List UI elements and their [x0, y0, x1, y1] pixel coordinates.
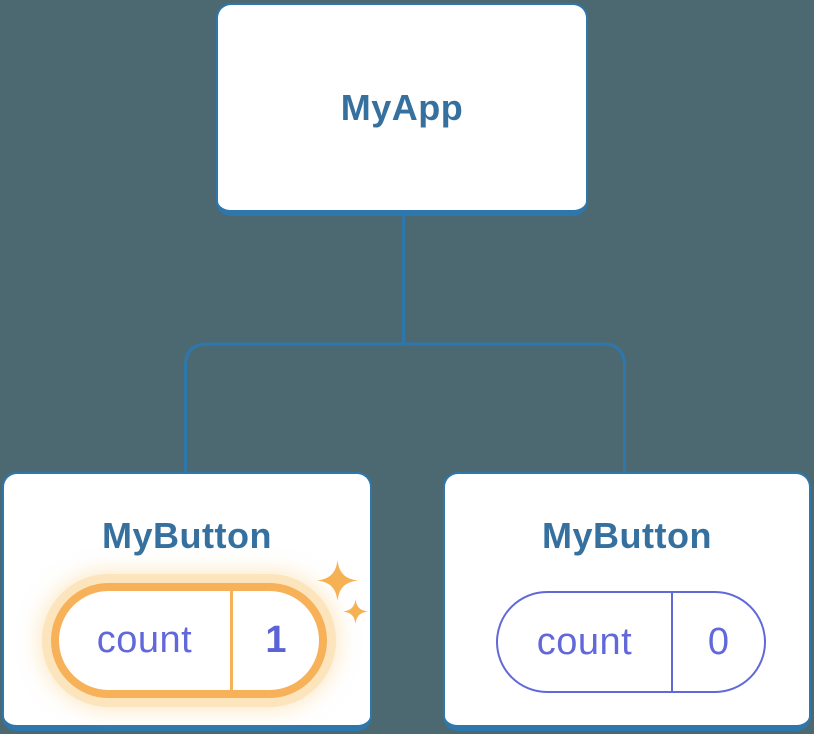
- node-title: MyApp: [340, 86, 464, 128]
- state-value: 0: [671, 593, 764, 691]
- sparkle-icon-large: [317, 560, 358, 601]
- state-pill: count 0: [496, 591, 766, 693]
- node-title: MyButton: [102, 515, 272, 556]
- state-value: 1: [230, 591, 319, 690]
- sparkle-icon-small: [343, 599, 368, 624]
- state-pill-highlighted: count 1: [51, 583, 327, 698]
- state-name: count: [536, 620, 633, 663]
- tree-node-mybutton-left: MyButton count 1: [2, 472, 372, 731]
- tree-node-myapp: MyApp: [216, 3, 588, 216]
- tree-node-mybutton-right: MyButton count 0: [443, 472, 811, 731]
- state-name: count: [96, 619, 193, 661]
- connector-branch: [184, 342, 626, 474]
- node-title: MyButton: [542, 515, 712, 556]
